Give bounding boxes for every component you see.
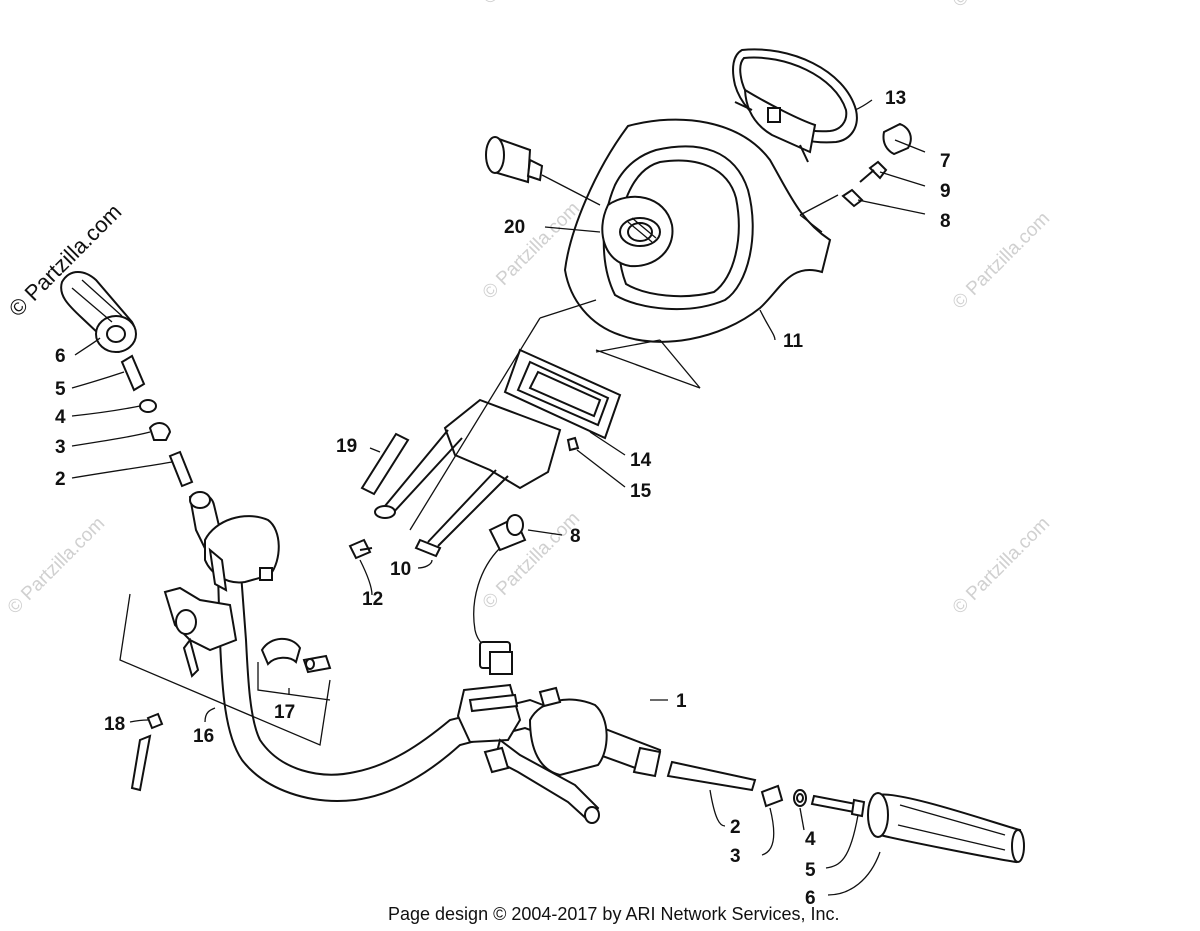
callout-8: 8 [570, 526, 581, 547]
watermark: © Partzilla.com [479, 508, 584, 613]
instrument-bracket [374, 398, 562, 558]
callout-4: 4 [805, 829, 816, 850]
watermark: © Partzilla.com [949, 208, 1054, 313]
callout-2: 2 [730, 817, 741, 838]
watermark: © Partzilla.com [4, 513, 109, 618]
key-switch [799, 122, 912, 233]
callout-12: 12 [362, 589, 383, 610]
indicator-lens [503, 348, 622, 452]
callout-6: 6 [805, 888, 816, 909]
left-grip [60, 271, 137, 354]
left-end-hardware [120, 354, 194, 488]
screw [348, 538, 373, 560]
right-controls [456, 683, 608, 824]
right-end-hardware [760, 784, 866, 818]
callout-13: 13 [885, 88, 906, 109]
wire-terminal [130, 712, 164, 792]
watermark: © Partzilla.com [479, 0, 584, 9]
callout-2: 2 [55, 469, 66, 490]
callout-20: 20 [504, 217, 525, 238]
callout-5: 5 [55, 379, 66, 400]
wiring-harness [473, 514, 527, 675]
footer-copyright: Page design © 2004-2017 by ARI Network S… [388, 904, 840, 924]
callout-18: 18 [104, 714, 125, 735]
left-switch-housing [204, 515, 280, 592]
callout-14: 14 [630, 450, 652, 471]
callout-15: 15 [630, 481, 652, 502]
callout-5: 5 [805, 860, 816, 881]
callout-19: 19 [336, 436, 357, 457]
callout-3: 3 [55, 437, 66, 458]
callout-9: 9 [940, 181, 951, 202]
rod [360, 432, 410, 496]
callouts: 1 2 3 4 5 6 2 3 4 5 6 7 8 8 9 10 11 12 1… [55, 88, 951, 909]
callout-1: 1 [676, 691, 687, 712]
watermark: © Partzilla.com [949, 0, 1054, 12]
callout-4: 4 [55, 407, 66, 428]
callout-17: 17 [274, 702, 295, 723]
speedometer-gauge [732, 48, 858, 163]
power-outlet [485, 136, 601, 206]
callout-10: 10 [390, 559, 411, 580]
callout-8: 8 [940, 211, 951, 232]
right-grip [867, 792, 1025, 864]
callout-11: 11 [783, 331, 804, 352]
instrument-pod [563, 118, 832, 343]
callout-7: 7 [940, 151, 951, 172]
callout-6: 6 [55, 346, 66, 367]
clamp [260, 637, 332, 674]
throttle-control [163, 586, 238, 678]
callout-16: 16 [193, 726, 214, 747]
right-grip-tube [666, 760, 757, 792]
bar-end [189, 491, 211, 509]
callout-3: 3 [730, 846, 741, 867]
watermark: © Partzilla.com [949, 513, 1054, 618]
leader-lines [71, 99, 926, 896]
